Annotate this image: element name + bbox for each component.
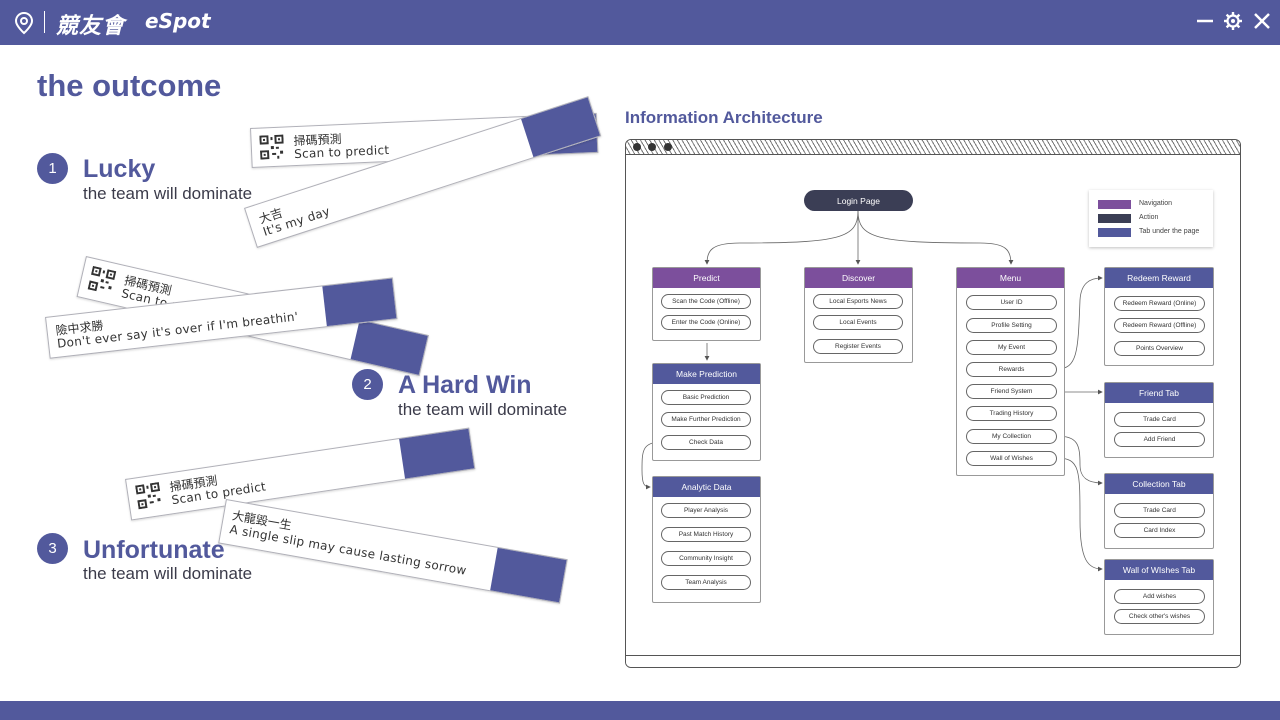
node-header: Redeem Reward [1105,268,1213,288]
ia-item: Player Analysis [661,503,751,518]
ticket-scan-hard: 掃碼預測 Scan to predict [76,256,429,377]
ia-item: My Event [966,340,1057,355]
legend-label: Tab under the page [1139,228,1200,235]
ia-item: Community Insight [661,551,751,566]
header-divider [44,11,45,33]
ia-item: Check other's wishes [1114,609,1205,624]
outcome-title: A Hard Win [398,371,532,399]
node-header: Discover [805,268,912,288]
qr-code-icon [87,265,117,292]
qr-code-icon [259,134,284,160]
window-bottom-strip [626,655,1240,667]
ia-item: Past Match History [661,527,751,542]
legend-label: Navigation [1139,200,1173,207]
ia-item: Rewards [966,362,1057,377]
ia-item: Check Data [661,435,751,450]
minimize-icon[interactable] [1195,11,1215,31]
ia-item: User ID [966,295,1057,310]
ia-item: Redeem Reward (Offline) [1114,318,1205,333]
close-icon[interactable] [1252,11,1272,31]
outcome-title: Lucky [83,155,156,183]
ia-item: Wall of Wishes [966,451,1057,466]
login-page-node: Login Page [804,190,913,211]
brand-logo-espot: eSpot [145,9,211,33]
ia-item: Basic Prediction [661,390,751,405]
legend-label: Action [1139,214,1159,221]
ticket-scan-unfortunate: 掃碼預測 Scan to predict [125,427,476,521]
brand-logo-chinese: 競友會 [56,14,126,39]
ia-item: Trade Card [1114,412,1205,427]
ia-item: Trade Card [1114,503,1205,518]
node-header: Friend Tab [1105,383,1213,403]
ia-item: Points Overview [1114,341,1205,356]
ia-item: Friend System [966,384,1057,399]
ia-item: Local Esports News [813,294,903,309]
ia-item: Local Events [813,315,903,330]
outcome-subtitle: the team will dominate [398,400,568,419]
node-header: Wall of WIshes Tab [1105,560,1213,580]
outcome-subtitle: the team will dominate [83,564,253,583]
window-dot-icon [664,143,672,151]
ia-item: Profile Setting [966,318,1057,333]
ia-item: Make Further Prediction [661,412,751,427]
ia-item: Add wishes [1114,589,1205,604]
window-title-strip [626,140,1240,155]
ia-item: Team Analysis [661,575,751,590]
node-header: Make Prediction [653,364,760,384]
node-header: Analytic Data [653,477,760,497]
ia-item: Redeem Reward (Online) [1114,296,1205,311]
legend-swatch-navigation [1098,200,1131,209]
location-pin-icon [14,11,34,35]
ia-item: Scan the Code (Offline) [661,294,751,309]
window-dot-icon [648,143,656,151]
ia-item: Register Events [813,339,903,354]
ia-item: Add Friend [1114,432,1205,447]
outcome-subtitle: the team will dominate [83,184,253,203]
ia-section-title: Information Architecture [625,108,823,127]
qr-code-icon [135,482,161,510]
ia-legend: Navigation Action Tab under the page [1089,190,1213,247]
window-dot-icon [633,143,641,151]
outcome-title: Unfortunate [83,536,225,564]
outcome-number-badge: 2 [352,369,383,400]
node-header: Predict [653,268,760,288]
outcome-number-badge: 3 [37,533,68,564]
ticket-scan-lucky: 掃碼預測 Scan to predict [250,112,599,168]
legend-swatch-action [1098,214,1131,223]
gear-icon[interactable] [1223,11,1243,31]
ia-item: My Collection [966,429,1057,444]
app-footer-bar [0,701,1280,720]
page-title: the outcome [37,68,222,103]
ia-item: Trading History [966,406,1057,421]
node-header: Collection Tab [1105,474,1213,494]
ia-item: Card Index [1114,523,1205,538]
legend-swatch-tab [1098,228,1131,237]
outcome-number-badge: 1 [37,153,68,184]
ia-item: Enter the Code (Online) [661,315,751,330]
app-header-bar [0,0,1280,45]
node-header: Menu [957,268,1064,288]
